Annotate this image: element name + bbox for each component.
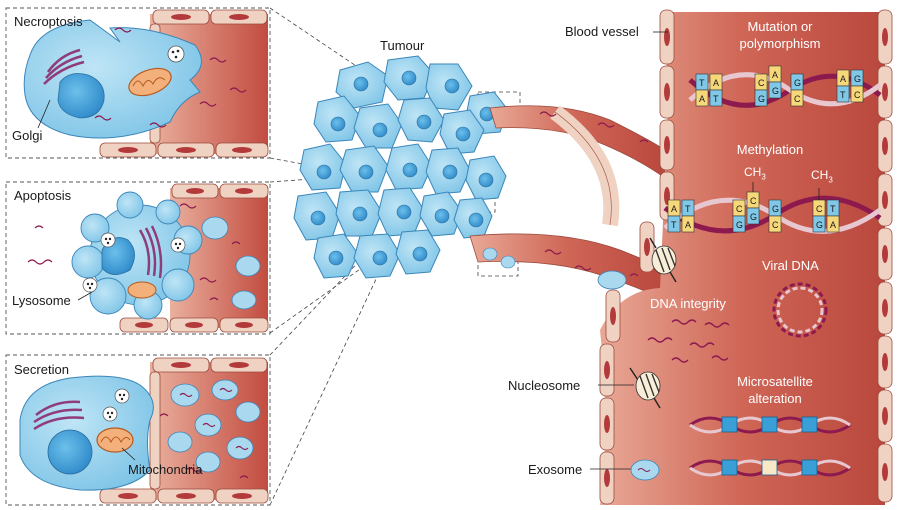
microsatellite-dna bbox=[689, 416, 851, 477]
capillaries bbox=[469, 105, 666, 301]
label-mitochondria: Mitochondria bbox=[128, 462, 203, 477]
base-mut-3b: G bbox=[758, 94, 766, 104]
label-viral-dna: Viral DNA bbox=[762, 258, 819, 273]
label-nucleosome: Nucleosome bbox=[508, 378, 581, 393]
panel-secretion bbox=[5, 354, 271, 506]
blood-vessel bbox=[599, 9, 893, 505]
base-meth-4a: C bbox=[750, 196, 757, 206]
label-ch3-a: CH3 bbox=[744, 165, 766, 182]
base-meth-7b: A bbox=[830, 220, 837, 230]
base-mut-6b: T bbox=[840, 90, 846, 100]
base-meth-5a: G bbox=[772, 204, 780, 214]
base-meth-3a: C bbox=[736, 204, 743, 214]
base-mut-6a: A bbox=[840, 74, 847, 84]
base-meth-6a: C bbox=[816, 204, 823, 214]
base-mut-5a: G bbox=[794, 78, 802, 88]
exosomes bbox=[167, 379, 261, 473]
base-meth-2b: A bbox=[685, 220, 692, 230]
base-mut-2b: T bbox=[713, 94, 719, 104]
apoptotic-bodies bbox=[71, 191, 203, 320]
base-mut-7b: C bbox=[854, 90, 861, 100]
label-mutation-line2: polymorphism bbox=[739, 36, 821, 51]
nucleosome-in-vessel bbox=[649, 237, 677, 283]
mutation-dna-helix bbox=[688, 65, 882, 108]
label-exosome: Exosome bbox=[528, 462, 583, 477]
viral-dna-ring bbox=[772, 282, 828, 338]
golgi-apparatus bbox=[43, 48, 85, 85]
base-meth-6b: G bbox=[816, 220, 824, 230]
lysosome bbox=[82, 277, 98, 293]
panel-title-apoptosis: Apoptosis bbox=[14, 188, 72, 203]
base-mut-3a: C bbox=[758, 78, 765, 88]
base-meth-1a: A bbox=[671, 204, 678, 214]
base-mut-7a: G bbox=[854, 74, 862, 84]
label-microsatellite-line2: alteration bbox=[748, 391, 802, 406]
base-mut-4b: G bbox=[772, 86, 780, 96]
base-mut-1b: A bbox=[699, 94, 706, 104]
panel-apoptosis bbox=[5, 181, 271, 335]
label-golgi: Golgi bbox=[12, 128, 43, 143]
base-mut-4a: A bbox=[772, 70, 779, 80]
base-meth-1b: T bbox=[671, 220, 677, 230]
label-tumour: Tumour bbox=[380, 38, 425, 53]
label-lysosome: Lysosome bbox=[12, 293, 71, 308]
label-mutation-line1: Mutation or bbox=[747, 19, 813, 34]
dna-fragments bbox=[647, 319, 730, 363]
base-meth-7a: T bbox=[830, 204, 836, 214]
base-meth-4b: G bbox=[750, 212, 758, 222]
label-blood-vessel: Blood vessel bbox=[565, 24, 639, 39]
tumour-nuclei bbox=[310, 70, 495, 266]
panel-title-necroptosis: Necroptosis bbox=[14, 14, 83, 29]
panel-necroptosis bbox=[5, 7, 271, 159]
base-meth-5b: C bbox=[772, 220, 779, 230]
base-meth-3b: G bbox=[736, 220, 744, 230]
label-methylation: Methylation bbox=[736, 142, 804, 157]
base-mut-5b: C bbox=[794, 94, 801, 104]
methylation-dna-helix bbox=[663, 182, 882, 234]
label-dna-integrity: DNA integrity bbox=[650, 296, 726, 311]
label-microsatellite-line1: Microsatellite bbox=[737, 374, 813, 389]
base-mut-1a: T bbox=[699, 78, 705, 88]
exosome bbox=[590, 459, 660, 481]
base-meth-2a: T bbox=[685, 204, 691, 214]
label-ch3-b: CH3 bbox=[811, 168, 833, 185]
panel-title-secretion: Secretion bbox=[14, 362, 69, 377]
base-mut-2a: A bbox=[713, 78, 720, 88]
mitochondrion bbox=[128, 67, 172, 97]
nucleosome bbox=[598, 367, 661, 409]
